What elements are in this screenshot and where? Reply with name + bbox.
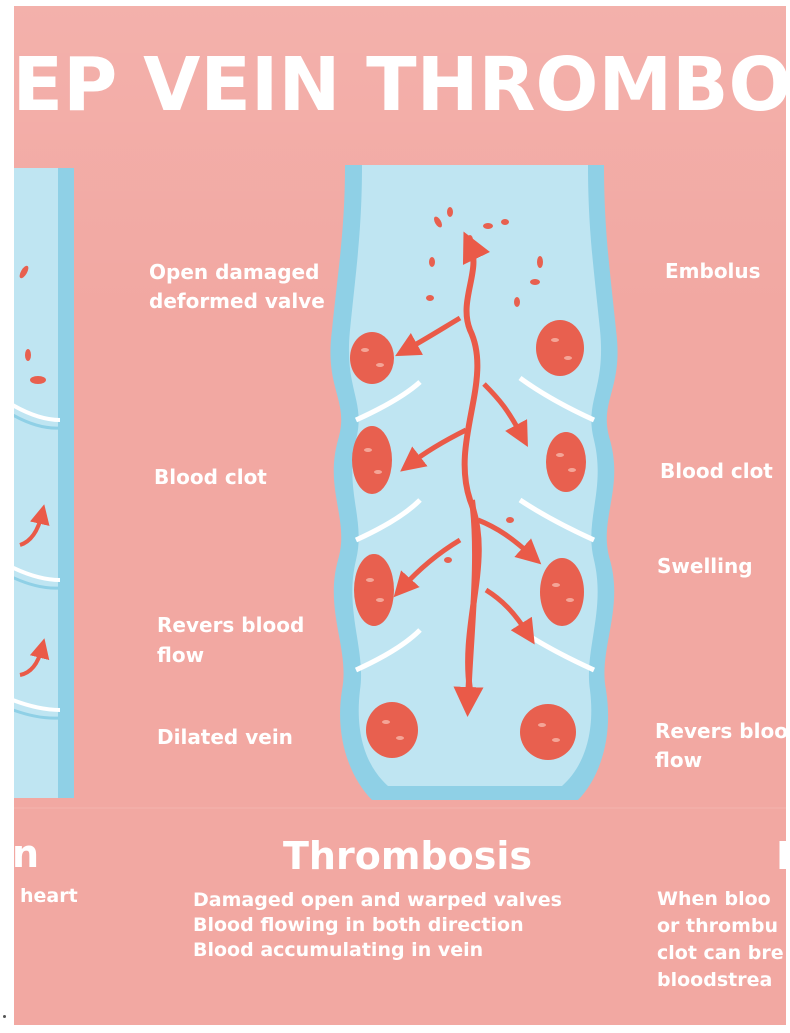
label-dilated-vein: Dilated vein [157, 722, 293, 752]
label-valve-line1: Open damaged [149, 257, 319, 287]
left-section-desc: heart [20, 884, 78, 909]
thrombosis-desc-line1: Damaged open and warped valves [193, 888, 562, 913]
thrombosis-title: Thrombosis [283, 834, 532, 878]
left-section-title: n [12, 832, 39, 876]
label-reverse-flow-line1: Revers blood [157, 610, 304, 640]
label-reverse-flow-right-line2: flow [655, 745, 702, 775]
label-blood-clot-right: Blood clot [660, 456, 773, 486]
label-valve-line2: deformed valve [149, 286, 325, 316]
label-blood-clot: Blood clot [154, 462, 267, 492]
label-reverse-flow-line2: flow [157, 640, 204, 670]
right-section-desc-line2: or thrombu [657, 913, 778, 940]
right-section-desc-line1: When bloo [657, 886, 771, 913]
right-section-desc-line4: bloodstrea [657, 967, 772, 994]
label-embolus: Embolus [665, 256, 761, 286]
label-swelling: Swelling [657, 551, 753, 581]
thrombosis-desc-line2: Blood flowing in both direction [193, 913, 524, 938]
page-title: EEP VEIN THROMBO [0, 42, 790, 128]
right-margin-mask [786, 0, 790, 1033]
left-margin-mask [0, 0, 14, 1033]
label-reverse-flow-right-line1: Revers bloo [655, 716, 788, 746]
right-section-desc-line3: clot can bre [657, 940, 784, 967]
center-thrombosis-vein [330, 165, 617, 800]
stray-dot-top [3, 1015, 6, 1018]
thrombosis-desc-line3: Blood accumulating in vein [193, 938, 483, 963]
